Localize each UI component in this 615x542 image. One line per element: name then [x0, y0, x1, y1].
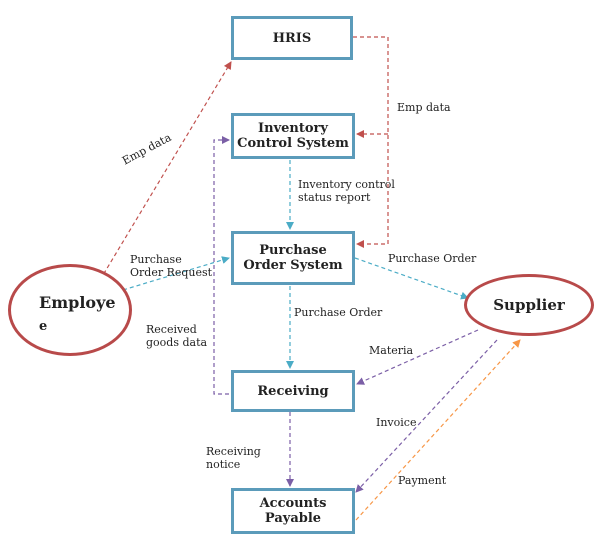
inventory-status-line2: status report	[298, 191, 371, 204]
inventory-status-label: Inventory control status report	[298, 178, 395, 204]
received-goods-line1: Received	[146, 323, 197, 336]
accounts-label-line1: Accounts	[259, 496, 327, 511]
inventory-label-line2: Control System	[237, 136, 349, 151]
invoice-label: Invoice	[376, 416, 417, 429]
inventory-status-line1: Inventory control	[298, 178, 395, 191]
receiving-label: Receiving	[257, 383, 329, 399]
received-goods-label: Received goods data	[146, 323, 207, 349]
purchase-label-line1: Purchase	[259, 243, 327, 258]
arrow-hris-to-systems	[353, 36, 389, 248]
arrow-supplier-to-receiving	[356, 329, 479, 385]
purchase-request-label: Purchase Order Request	[130, 253, 212, 279]
purchase-order-node: Purchase Order System	[231, 231, 355, 285]
employee-label-line1: Employe	[39, 293, 116, 312]
purchase-order-down-label: Purchase Order	[294, 306, 383, 319]
accounts-label-line2: Payable	[264, 511, 322, 526]
hris-label: HRIS	[272, 30, 312, 46]
receiving-notice-label: Receiving notice	[206, 445, 261, 471]
receiving-node: Receiving	[231, 370, 355, 412]
inventory-control-node: Inventory Control System	[231, 113, 355, 159]
emp-data-right-label: Emp data	[397, 101, 451, 114]
supplier-node: Supplier	[464, 274, 594, 336]
employee-node: Employe e	[8, 264, 132, 356]
receiving-notice-line2: notice	[206, 458, 241, 471]
arrow-receiving-to-inventory	[213, 136, 230, 395]
supplier-label: Supplier	[493, 296, 565, 314]
arrow-purchase-to-supplier	[354, 257, 469, 300]
arrow-employee-to-hris	[99, 61, 232, 281]
accounts-payable-node: Accounts Payable	[231, 488, 355, 534]
purchase-label-line2: Order System	[243, 258, 343, 273]
hris-node: HRIS	[231, 16, 353, 60]
payment-label: Payment	[398, 474, 447, 487]
received-goods-line2: goods data	[146, 336, 208, 349]
material-label: Materia	[369, 344, 414, 357]
employee-label-line2: e	[39, 319, 48, 334]
purchase-request-line2: Order Request	[130, 266, 213, 279]
inventory-label-line1: Inventory	[258, 121, 328, 136]
receiving-notice-line1: Receiving	[206, 445, 261, 458]
arrow-accounts-to-supplier	[355, 339, 521, 521]
purchase-order-right-label: Purchase Order	[388, 252, 477, 265]
purchase-request-line1: Purchase	[130, 253, 182, 266]
